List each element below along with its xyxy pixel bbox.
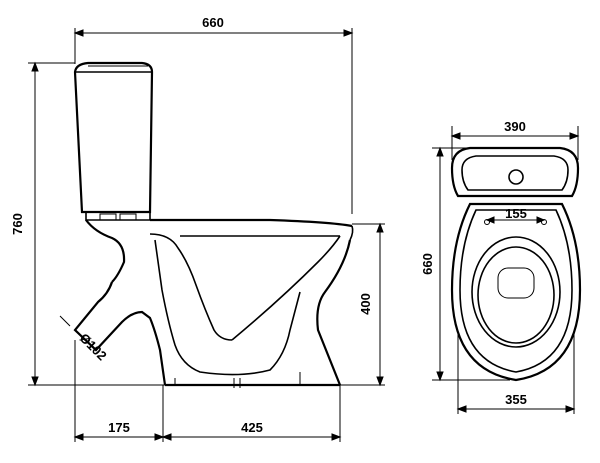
dim-bowl-height: 400 xyxy=(340,222,385,387)
bowl-outline xyxy=(85,218,354,388)
label-overall-height: 760 xyxy=(10,213,25,235)
bowl-top xyxy=(450,202,582,382)
label-tank-width: 390 xyxy=(504,119,526,134)
top-view: 155 390 660 355 xyxy=(420,119,582,414)
label-outlet-offset: 175 xyxy=(108,420,130,435)
dim-tank-width: 390 xyxy=(450,119,580,160)
tank-top xyxy=(450,146,580,198)
dim-seat-bolts: 155 xyxy=(484,206,547,225)
dim-bottom: 175 425 xyxy=(73,340,342,442)
dim-overall-width: 660 xyxy=(73,15,354,214)
label-base-to-back: 425 xyxy=(241,420,263,435)
label-overall-depth: 660 xyxy=(420,253,435,275)
dim-base-width: 355 xyxy=(456,330,576,414)
cistern xyxy=(73,61,154,221)
dim-outlet-diameter: Ø102 xyxy=(59,315,110,363)
outlet-pipe xyxy=(73,281,167,386)
label-overall-width: 660 xyxy=(202,15,224,30)
dim-overall-height: 760 xyxy=(10,61,165,387)
label-outlet-diameter: Ø102 xyxy=(77,330,110,363)
label-bowl-height: 400 xyxy=(358,293,373,315)
label-seat-bolt-spacing: 155 xyxy=(505,206,527,221)
label-base-width: 355 xyxy=(505,392,527,407)
dim-overall-depth: 660 xyxy=(420,146,510,382)
side-view: 660 760 400 Ø102 xyxy=(10,15,385,442)
